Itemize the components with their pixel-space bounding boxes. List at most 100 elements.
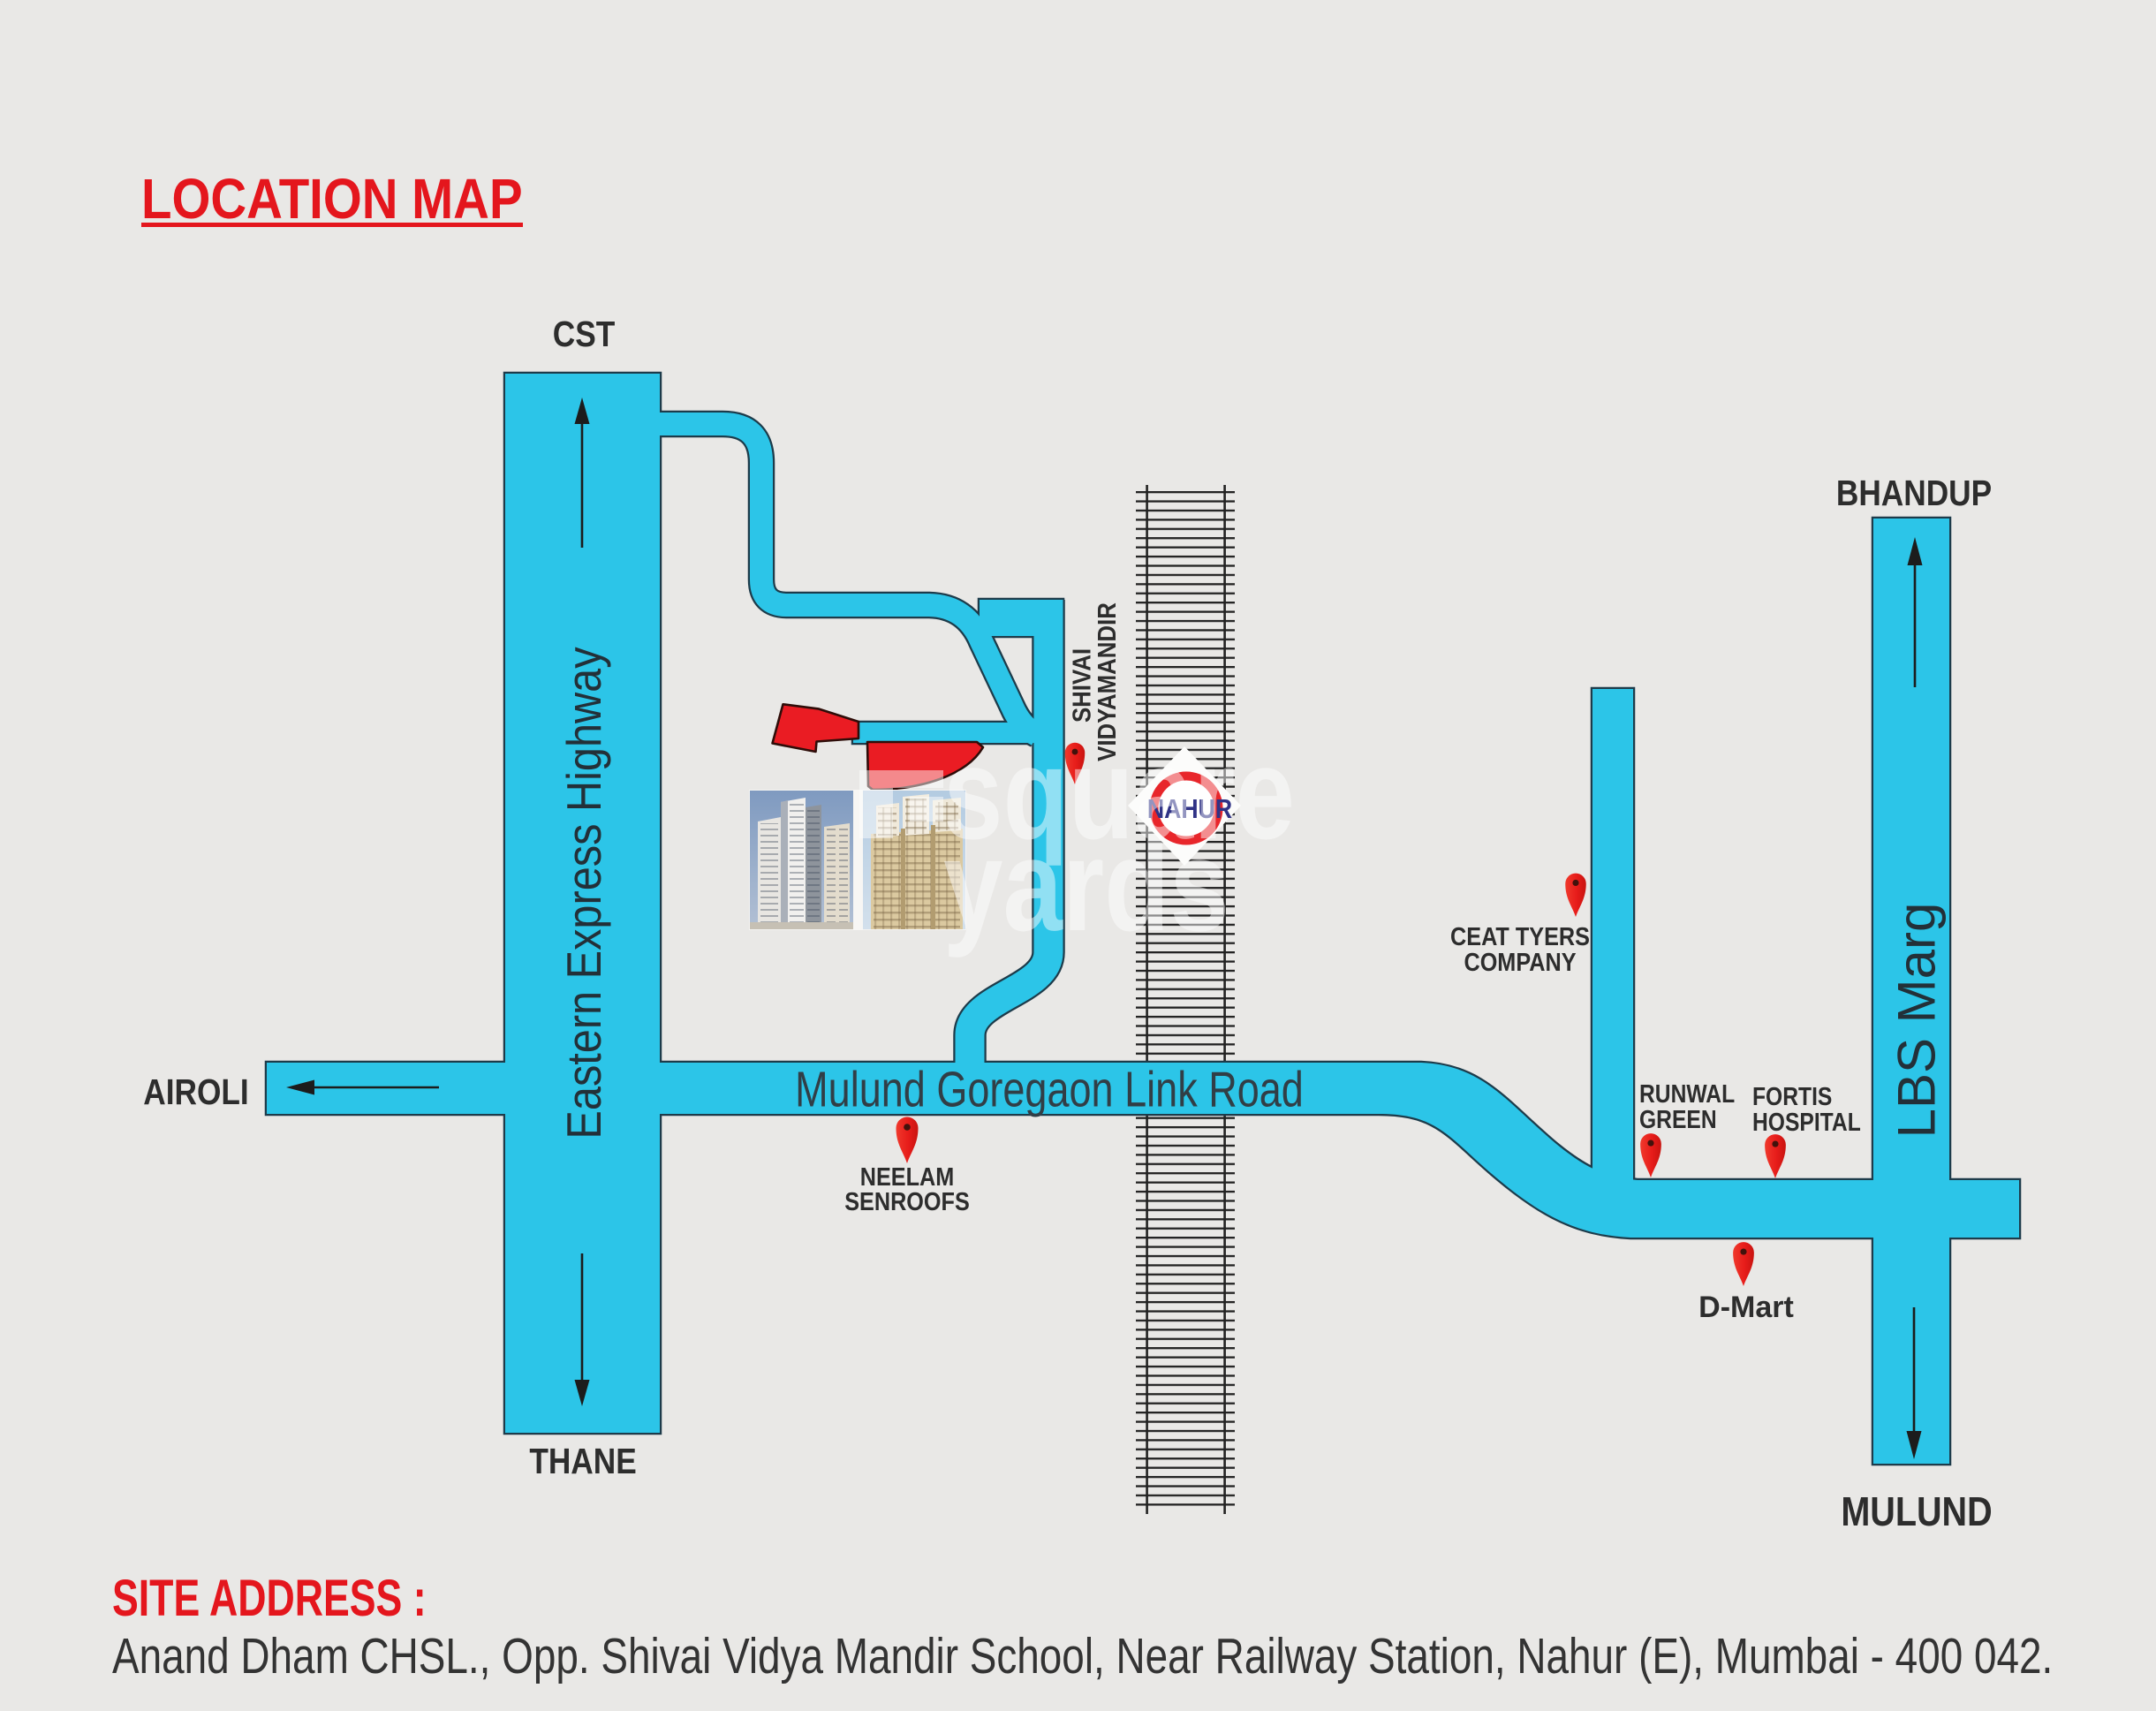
watermark: square yards: [859, 719, 1295, 958]
watermark-line1: square: [943, 719, 1295, 866]
arrow-head: [286, 1079, 314, 1095]
title-underline: [141, 223, 523, 227]
photo-window-grid: [905, 799, 927, 834]
map-labels: CST THANE AIROLI BHANDUP MULUND Eastern …: [143, 314, 1992, 1535]
photo-window-grid: [807, 809, 820, 929]
photo-window-grid: [878, 807, 896, 836]
pin-dmart: [1733, 1242, 1754, 1286]
label-thane: THANE: [529, 1442, 636, 1482]
photo-divider: [853, 790, 863, 930]
label-mulund-goregaon-link-road: Mulund Goregaon Link Road: [795, 1061, 1304, 1117]
pin-center-dot: [1740, 1248, 1747, 1255]
pin-center-dot: [1772, 1140, 1779, 1147]
station-ring: [1149, 771, 1223, 845]
railway-rail-right: [1223, 485, 1226, 1514]
building-photo: [749, 790, 966, 930]
watermark-logo-block: [910, 797, 943, 821]
road-lbs-marg: [1873, 519, 1949, 1464]
photo-window-grid: [760, 823, 778, 929]
station-name: NAHUR: [1147, 794, 1232, 824]
photo-window-grid: [827, 829, 836, 929]
label-mulund: MULUND: [1841, 1489, 1992, 1534]
pin-runwal-green: [1640, 1133, 1661, 1177]
roads-fill-layer: [267, 374, 2019, 1464]
road-ceat-access: [1592, 689, 1633, 1197]
railway-rail-left: [1146, 485, 1148, 1514]
arrow-up-cst: [574, 397, 590, 548]
pin-shivai-vidyamandir: [1064, 742, 1086, 784]
railway-track: [1136, 485, 1235, 1514]
photo-window-grid: [874, 834, 960, 929]
arrow-down-mulund: [1906, 1307, 1922, 1459]
photo-building-block: [901, 829, 905, 929]
label-airoli: AIROLI: [143, 1072, 248, 1113]
svg-text:SHIVAI: SHIVAI: [1067, 648, 1096, 723]
svg-text:HOSPITAL: HOSPITAL: [1752, 1108, 1861, 1136]
page-title: LOCATION MAP: [141, 167, 523, 231]
label-eastern-express-highway: Eastern Express Highway: [557, 647, 611, 1139]
photo-left-panel: [750, 791, 853, 929]
svg-text:VIDYAMANDIR: VIDYAMANDIR: [1093, 602, 1122, 761]
label-lbs-marg: LBS Marg: [1887, 903, 1947, 1139]
road-connector-highway-to-site: [657, 413, 1043, 746]
photo-building-block: [931, 825, 935, 929]
site-plot-right: [866, 740, 985, 791]
railway-sleepers: [1136, 485, 1235, 1510]
pin-center-dot: [904, 1124, 911, 1131]
pin-body: [1640, 1133, 1661, 1177]
arrow-head: [1907, 537, 1923, 565]
photo-right-panel: [863, 791, 965, 929]
photo-window-grid: [839, 827, 848, 929]
site-plots: [771, 703, 985, 791]
photo-building-block: [750, 922, 853, 929]
road-mulund-goregaon-link: [267, 1063, 2019, 1238]
watermark-logo-block: [859, 770, 893, 838]
pin-body: [1765, 1134, 1786, 1178]
svg-text:RUNWAL: RUNWAL: [1639, 1079, 1735, 1108]
label-neelam-senroofs: NEELAM SENROOFS: [844, 1162, 970, 1215]
arrow-head: [574, 1380, 590, 1406]
pin-center-dot: [1647, 1139, 1654, 1147]
watermark-logo-block: [893, 770, 943, 788]
label-shivai-vidyamandir: SHIVAI VIDYAMANDIR: [1067, 602, 1121, 761]
watermark-logo: [859, 770, 943, 838]
footer: SITE ADDRESS : Anand Dham CHSL., Opp. Sh…: [112, 1569, 2053, 1684]
label-dmart: D-Mart: [1698, 1291, 1794, 1324]
photo-building-block: [781, 800, 788, 929]
arrow-left-airoli: [286, 1079, 439, 1095]
pin-center-dot: [1071, 748, 1078, 755]
site-plot-left: [771, 703, 860, 753]
site-address-label: SITE ADDRESS :: [112, 1569, 427, 1626]
header: LOCATION MAP: [141, 167, 523, 231]
road-shivai-street: [955, 600, 1063, 1109]
map-pins: [896, 742, 1786, 1286]
pin-center-dot: [1572, 879, 1579, 887]
label-cst: CST: [553, 314, 615, 355]
arrow-down-thane: [574, 1253, 590, 1406]
svg-text:COMPANY: COMPANY: [1464, 947, 1576, 976]
road-arrows: [286, 397, 1923, 1459]
arrow-head: [1906, 1431, 1922, 1459]
nahur-station-badge: NAHUR: [1128, 746, 1241, 866]
watermark-line2: yards: [943, 811, 1229, 958]
photo-window-grid: [935, 802, 958, 830]
road-outline-shape: [657, 410, 1044, 747]
arrow-up-bhandup: [1907, 537, 1923, 687]
arrow-head: [574, 397, 590, 424]
pin-fortis-hospital: [1765, 1134, 1786, 1178]
pin-body: [1565, 873, 1586, 917]
svg-text:CEAT TYERS: CEAT TYERS: [1450, 921, 1590, 950]
road-shivai-stub: [980, 600, 1063, 636]
pin-body: [1064, 742, 1086, 784]
label-fortis-hospital: FORTIS HOSPITAL: [1752, 1082, 1861, 1136]
pin-body: [1733, 1242, 1754, 1286]
svg-text:FORTIS: FORTIS: [1752, 1082, 1832, 1110]
label-bhandup: BHANDUP: [1836, 473, 1992, 514]
label-ceat-tyers-company: CEAT TYERS COMPANY: [1450, 921, 1590, 976]
road-plot-access: [853, 723, 1038, 743]
pin-ceat-tyers: [1565, 873, 1586, 917]
label-runwal-green: RUNWAL GREEN: [1639, 1079, 1735, 1133]
pin-body: [896, 1117, 919, 1163]
